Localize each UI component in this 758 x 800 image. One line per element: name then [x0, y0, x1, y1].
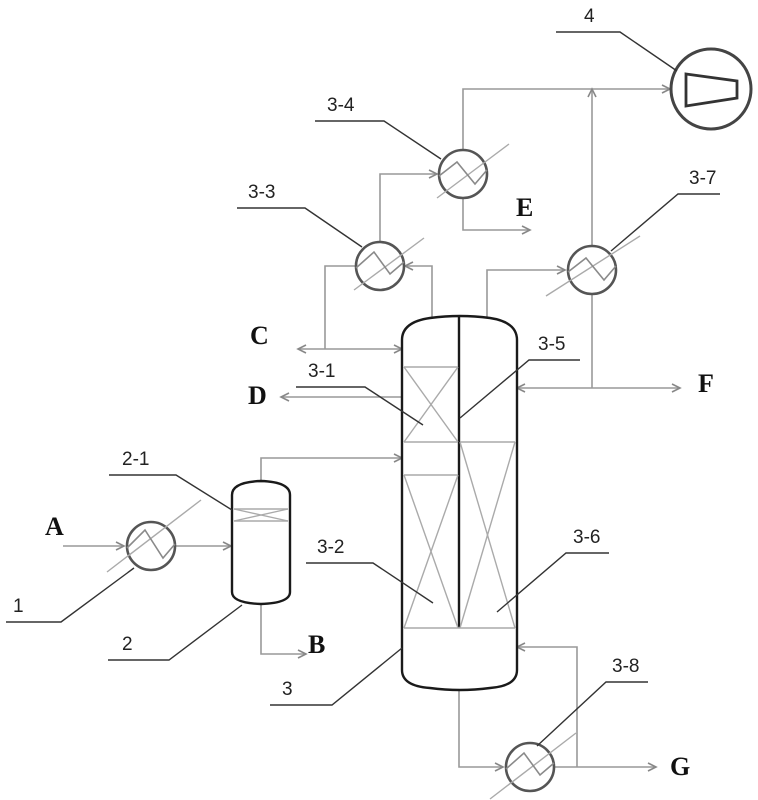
- label-condenser-3-7: 3-7: [689, 168, 716, 189]
- stream-c: C: [250, 321, 269, 350]
- reboiler-3-8: [489, 732, 577, 800]
- pipe-separator-to-column: [260, 457, 402, 482]
- packing-bed-3-2: [403, 474, 515, 629]
- heater-1: [106, 499, 202, 573]
- arrow-icon: [556, 265, 567, 275]
- pipe-3-8-return: [517, 646, 578, 767]
- pipe-3-4-to-e: [462, 199, 530, 231]
- demister-2-1: [233, 508, 289, 522]
- pipe-column-to-3-8: [458, 688, 503, 768]
- label-condenser-3-4: 3-4: [327, 95, 355, 116]
- label-condenser-3-3: 3-3: [248, 182, 275, 203]
- separator-shell: [230, 479, 292, 606]
- leader-lines: [6, 31, 720, 747]
- arrow-icon: [647, 762, 658, 772]
- arrow-icon: [521, 225, 532, 235]
- pipe-column-to-3-3: [405, 265, 433, 322]
- pipe-column-to-3-7: [486, 269, 565, 322]
- arrow-icon: [115, 541, 126, 551]
- label-demister-2-1: 2-1: [122, 449, 149, 470]
- label-packing-3-6: 3-6: [573, 527, 600, 548]
- equipment-labels: 4 3-4 3-3 3-7 3-5 3-1 2-1 3-2 3-6 1 2 3 …: [13, 6, 716, 700]
- pipe-3-3-to-c: [324, 265, 355, 349]
- label-partition-3-5: 3-5: [538, 334, 565, 355]
- label-packing-3-2: 3-2: [317, 537, 344, 558]
- arrow-icon: [296, 344, 307, 354]
- packing-bed-3-6: [459, 441, 516, 629]
- compressor-4: [669, 47, 753, 131]
- compressor-icon: [684, 72, 739, 108]
- condenser-3-3: [353, 237, 425, 292]
- label-heater-1: 1: [13, 596, 24, 617]
- pipe-3-3-to-3-4: [379, 173, 437, 241]
- label-compressor-4: 4: [584, 6, 595, 27]
- column-3: [400, 314, 519, 692]
- arrow-icon: [494, 762, 505, 772]
- separator-2: [230, 479, 292, 606]
- arrow-icon: [671, 383, 682, 393]
- condenser-3-7: [545, 235, 641, 297]
- condenser-3-4: [436, 143, 510, 200]
- stream-labels: A B C D E F G: [45, 193, 714, 781]
- stream-b: B: [308, 630, 325, 659]
- stream-g: G: [670, 752, 690, 781]
- pipes: [63, 84, 682, 772]
- stream-a: A: [45, 512, 64, 541]
- pipe-3-4-to-compressor: [462, 88, 670, 149]
- arrow-icon: [428, 169, 439, 179]
- label-separator-2: 2: [122, 634, 133, 655]
- pipe-separator-to-b: [260, 604, 306, 655]
- stream-e: E: [516, 193, 533, 222]
- arrow-icon: [587, 87, 597, 98]
- arrow-icon: [297, 649, 308, 659]
- arrow-icon: [279, 392, 290, 402]
- stream-f: F: [698, 369, 714, 398]
- packing-bed-3-1: [403, 366, 459, 443]
- label-reboiler-3-8: 3-8: [612, 656, 639, 677]
- label-column-3: 3: [282, 679, 293, 700]
- stream-d: D: [248, 381, 267, 410]
- label-packing-3-1: 3-1: [308, 361, 335, 382]
